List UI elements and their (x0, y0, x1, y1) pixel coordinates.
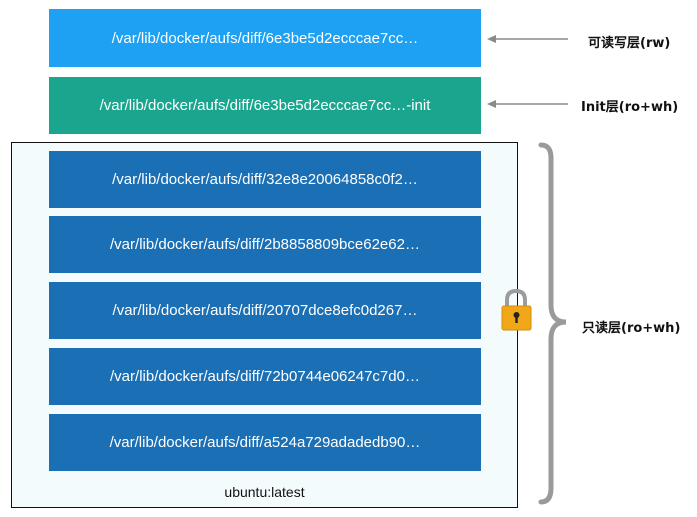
readonly-layer: /var/lib/docker/aufs/diff/32e8e20064858c… (49, 151, 481, 208)
container-rw-layer-path: /var/lib/docker/aufs/diff/6e3be5d2ecccae… (111, 29, 419, 47)
readonly-layer: /var/lib/docker/aufs/diff/72b0744e06247c… (49, 348, 481, 405)
readonly-layer-path: /var/lib/docker/aufs/diff/32e8e20064858c… (112, 171, 418, 188)
curly-brace-icon (538, 142, 567, 505)
init-layer-label: Init层(ro+wh) (581, 100, 679, 115)
image-name-label: ubuntu:latest (224, 484, 305, 500)
readonly-layer: /var/lib/docker/aufs/diff/2b8858809bce62… (49, 216, 481, 273)
init-layer: /var/lib/docker/aufs/diff/6e3be5d2ecccae… (49, 77, 481, 134)
left-arrow-icon (487, 35, 568, 43)
readonly-layer-path: /var/lib/docker/aufs/diff/a524a729adaded… (109, 434, 421, 451)
left-arrow-icon (487, 100, 568, 108)
readonly-layer: /var/lib/docker/aufs/diff/a524a729adaded… (49, 414, 481, 471)
readonly-layer-path: /var/lib/docker/aufs/diff/20707dce8efc0d… (112, 302, 418, 319)
readonly-layer-path: /var/lib/docker/aufs/diff/2b8858809bce62… (110, 236, 420, 253)
lock-icon (501, 288, 532, 331)
rw-layer-label: 可读写层(rw) (588, 36, 671, 51)
readonly-layer-path: /var/lib/docker/aufs/diff/72b0744e06247c… (110, 368, 420, 385)
readonly-layer: /var/lib/docker/aufs/diff/20707dce8efc0d… (49, 282, 481, 339)
container-rw-layer: /var/lib/docker/aufs/diff/6e3be5d2ecccae… (49, 9, 481, 67)
init-layer-path: /var/lib/docker/aufs/diff/6e3be5d2ecccae… (99, 97, 431, 114)
readonly-layers-label: 只读层(ro+wh) (582, 321, 681, 336)
